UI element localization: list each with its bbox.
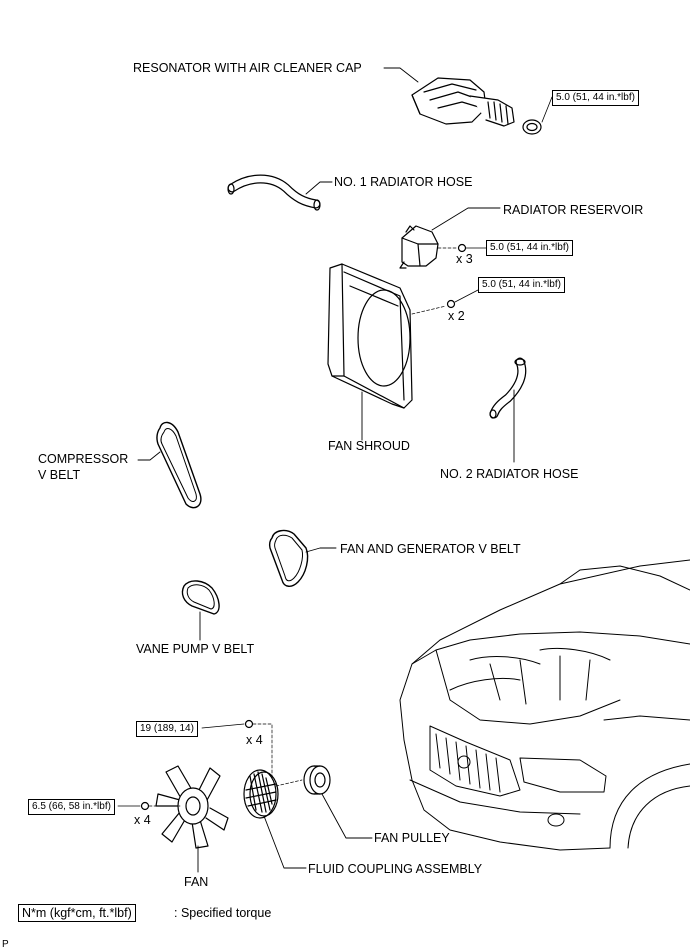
fluid-coupling-leader xyxy=(263,815,307,869)
no1-hose-leader xyxy=(305,181,333,195)
coupling-nut-qty: x 4 xyxy=(246,733,263,747)
reservoir-bolt-drawing xyxy=(437,243,487,253)
compressor-belt-leader xyxy=(137,451,161,461)
fan-generator-v-belt-label: FAN AND GENERATOR V BELT xyxy=(340,542,521,556)
resonator-leader xyxy=(383,67,419,83)
fan-drawing xyxy=(155,765,229,849)
fan-pulley-label: FAN PULLEY xyxy=(374,831,450,845)
fan-generator-belt-leader xyxy=(305,547,337,553)
vane-pump-v-belt-drawing xyxy=(181,580,220,615)
torque-reservoir-bolt: 5.0 (51, 44 in.*lbf) xyxy=(486,240,573,256)
resonator-label: RESONATOR WITH AIR CLEANER CAP xyxy=(133,61,362,75)
torque-resonator-clamp: 5.0 (51, 44 in.*lbf) xyxy=(552,90,639,106)
radiator-reservoir-label: RADIATOR RESERVOIR xyxy=(503,203,644,217)
no1-radiator-hose-drawing xyxy=(227,174,321,211)
shroud-bolt-drawing xyxy=(411,289,479,315)
shroud-bolt-qty: x 2 xyxy=(448,309,465,323)
compressor-v-belt-drawing xyxy=(156,421,202,509)
fan-generator-v-belt-drawing xyxy=(268,529,309,587)
torque-coupling-nut: 19 (189, 14) xyxy=(136,721,198,737)
no2-radiator-hose-drawing xyxy=(489,357,527,419)
fan-shroud-label: FAN SHROUD xyxy=(328,439,410,453)
legend-description: : Specified torque xyxy=(174,906,272,920)
fluid-coupling-label: FLUID COUPLING ASSEMBLY xyxy=(308,862,483,876)
vehicle-front-drawing xyxy=(399,559,690,851)
compressor-v-belt-label-line1: COMPRESSOR xyxy=(38,452,129,466)
compressor-v-belt-label-line2: V BELT xyxy=(38,468,81,482)
fan-nut-qty: x 4 xyxy=(134,813,151,827)
reservoir-leader xyxy=(431,207,501,231)
torque-fan-nut: 6.5 (66, 58 in.*lbf) xyxy=(28,799,115,815)
no2-radiator-hose-label: NO. 2 RADIATOR HOSE xyxy=(440,467,579,481)
fan-pulley-drawing xyxy=(303,765,331,795)
fan-label: FAN xyxy=(184,875,209,889)
resonator-drawing xyxy=(411,77,553,135)
corner-mark: P xyxy=(2,939,9,950)
legend-unit-box: N*m (kgf*cm, ft.*lbf) xyxy=(18,904,136,922)
reservoir-bolt-qty: x 3 xyxy=(456,252,473,266)
fan-pulley-leader xyxy=(321,793,373,839)
no1-radiator-hose-label: NO. 1 RADIATOR HOSE xyxy=(334,175,473,189)
torque-shroud-bolt: 5.0 (51, 44 in.*lbf) xyxy=(478,277,565,293)
vane-pump-v-belt-label: VANE PUMP V BELT xyxy=(136,642,255,656)
fan-nut-drawing xyxy=(117,801,181,811)
fan-shroud-drawing xyxy=(327,263,413,409)
fluid-coupling-drawing xyxy=(243,769,279,819)
radiator-reservoir-drawing xyxy=(399,225,439,269)
coupling-nut-drawing xyxy=(201,719,303,787)
